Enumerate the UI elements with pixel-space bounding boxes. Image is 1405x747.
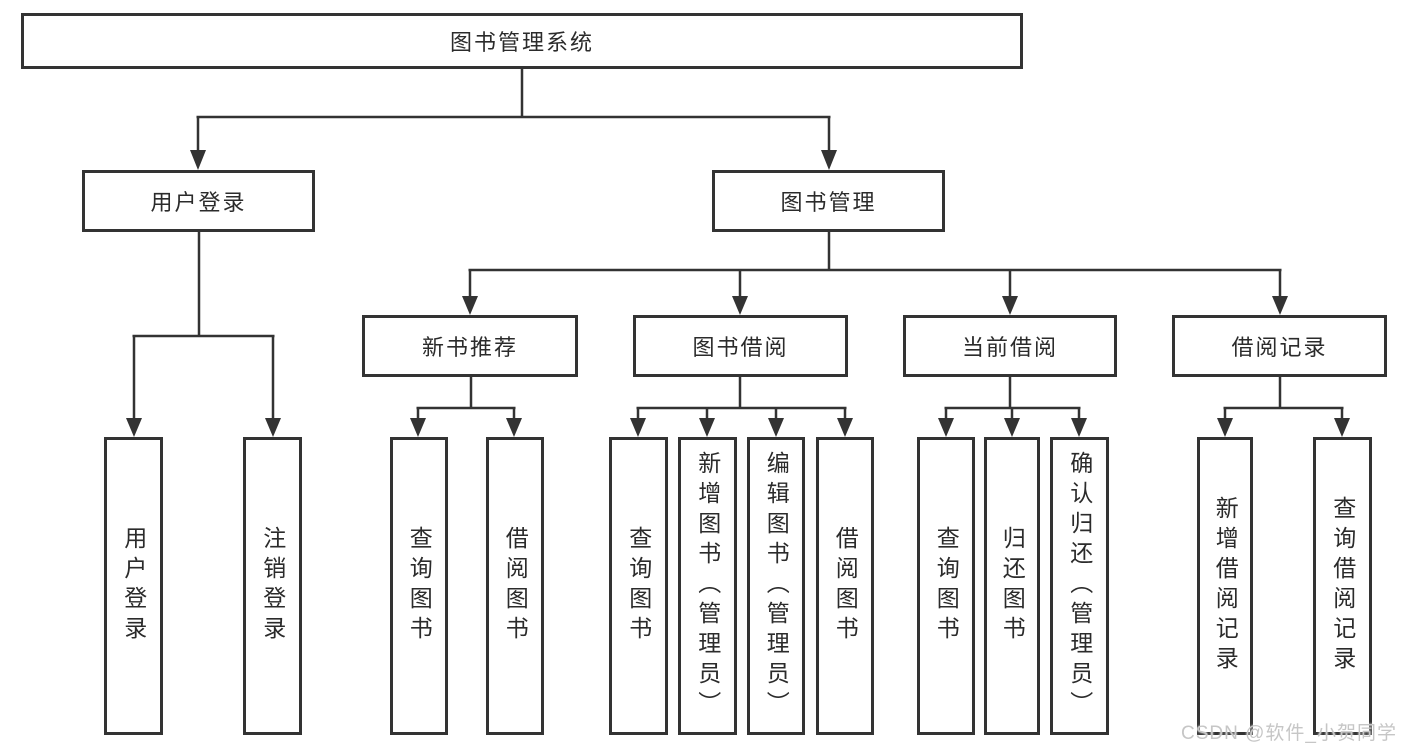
leaf-newbook-query-books-label: 查询图书	[406, 526, 433, 646]
leaf-logout-label: 注销登录	[259, 526, 286, 646]
node-borrowing-records: 借阅记录	[1172, 315, 1387, 377]
node-root-system: 图书管理系统	[21, 13, 1023, 69]
leaf-add-books-admin-label: 新增图书（管理员）	[694, 451, 721, 721]
leaf-user-login-label: 用户登录	[120, 526, 147, 646]
leaf-add-borrow-record: 新增借阅记录	[1197, 437, 1253, 735]
node-user-login-label: 用户登录	[150, 190, 247, 215]
node-current-borrowing-label: 当前借阅	[961, 335, 1058, 360]
node-current-borrowing: 当前借阅	[903, 315, 1117, 377]
leaf-return-books: 归还图书	[984, 437, 1040, 735]
leaf-newbook-borrow-books: 借阅图书	[486, 437, 544, 735]
node-root-label: 图书管理系统	[449, 30, 594, 55]
node-book-management: 图书管理	[712, 170, 945, 232]
leaf-confirm-return-admin: 确认归还（管理员）	[1050, 437, 1109, 735]
leaf-current-query-books-label: 查询图书	[933, 526, 960, 646]
leaf-borrowing-query-books-label: 查询图书	[625, 526, 652, 646]
node-new-book-recommendation: 新书推荐	[362, 315, 578, 377]
leaf-borrow-books-label: 借阅图书	[832, 526, 859, 646]
leaf-query-borrow-record: 查询借阅记录	[1313, 437, 1372, 735]
node-user-login: 用户登录	[82, 170, 315, 232]
node-book-borrowing-label: 图书借阅	[692, 335, 789, 360]
node-new-book-recommendation-label: 新书推荐	[421, 335, 518, 360]
node-book-management-label: 图书管理	[780, 190, 877, 215]
node-book-borrowing: 图书借阅	[633, 315, 848, 377]
leaf-newbook-query-books: 查询图书	[390, 437, 448, 735]
leaf-query-borrow-record-label: 查询借阅记录	[1329, 496, 1356, 676]
leaf-return-books-label: 归还图书	[999, 526, 1026, 646]
csdn-watermark: CSDN @软件_小贺同学	[1181, 723, 1397, 744]
leaf-logout: 注销登录	[243, 437, 302, 735]
leaf-newbook-borrow-books-label: 借阅图书	[502, 526, 529, 646]
leaf-borrow-books: 借阅图书	[816, 437, 874, 735]
leaf-add-books-admin: 新增图书（管理员）	[678, 437, 737, 735]
node-borrowing-records-label: 借阅记录	[1231, 335, 1328, 360]
leaf-add-borrow-record-label: 新增借阅记录	[1212, 496, 1239, 676]
leaf-edit-books-admin-label: 编辑图书（管理员）	[763, 451, 790, 721]
leaf-current-query-books: 查询图书	[917, 437, 975, 735]
leaf-user-login: 用户登录	[104, 437, 163, 735]
arrowheads	[126, 150, 1350, 437]
leaf-borrowing-query-books: 查询图书	[609, 437, 668, 735]
leaf-confirm-return-admin-label: 确认归还（管理员）	[1066, 451, 1093, 721]
leaf-edit-books-admin: 编辑图书（管理员）	[747, 437, 805, 735]
